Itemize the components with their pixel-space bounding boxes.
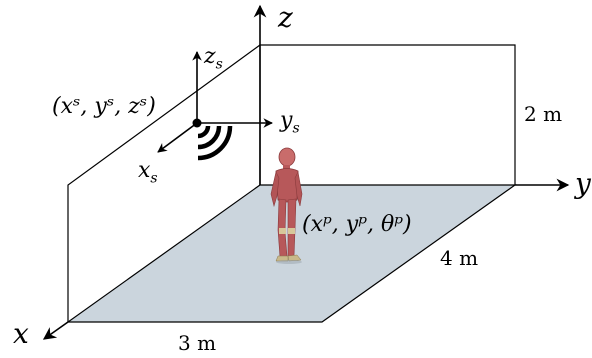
height-dimension: 2 m [524, 102, 563, 126]
radar-waves-icon [197, 125, 233, 161]
person-position-label: (xᵖ, yᵖ, θᵖ) [302, 212, 412, 237]
side-wall-outline [67, 44, 261, 322]
x-axis-label: x [13, 317, 29, 350]
x-axis [42, 321, 69, 340]
sensor-origin-dot [192, 118, 202, 128]
sensor-y-label: ys [280, 108, 300, 137]
z-axis-label: z [278, 1, 293, 34]
width-dimension: 3 m [178, 331, 217, 355]
person-icon [270, 147, 303, 264]
depth-dimension: 4 m [440, 246, 479, 270]
sensor-position-label: (xˢ, yˢ, zˢ) [52, 94, 156, 119]
y-axis-label: y [575, 167, 591, 200]
sensor-x-axis [157, 122, 198, 153]
sensor-x-label: xs [138, 158, 158, 187]
sensor-z-label: zs [204, 44, 223, 73]
